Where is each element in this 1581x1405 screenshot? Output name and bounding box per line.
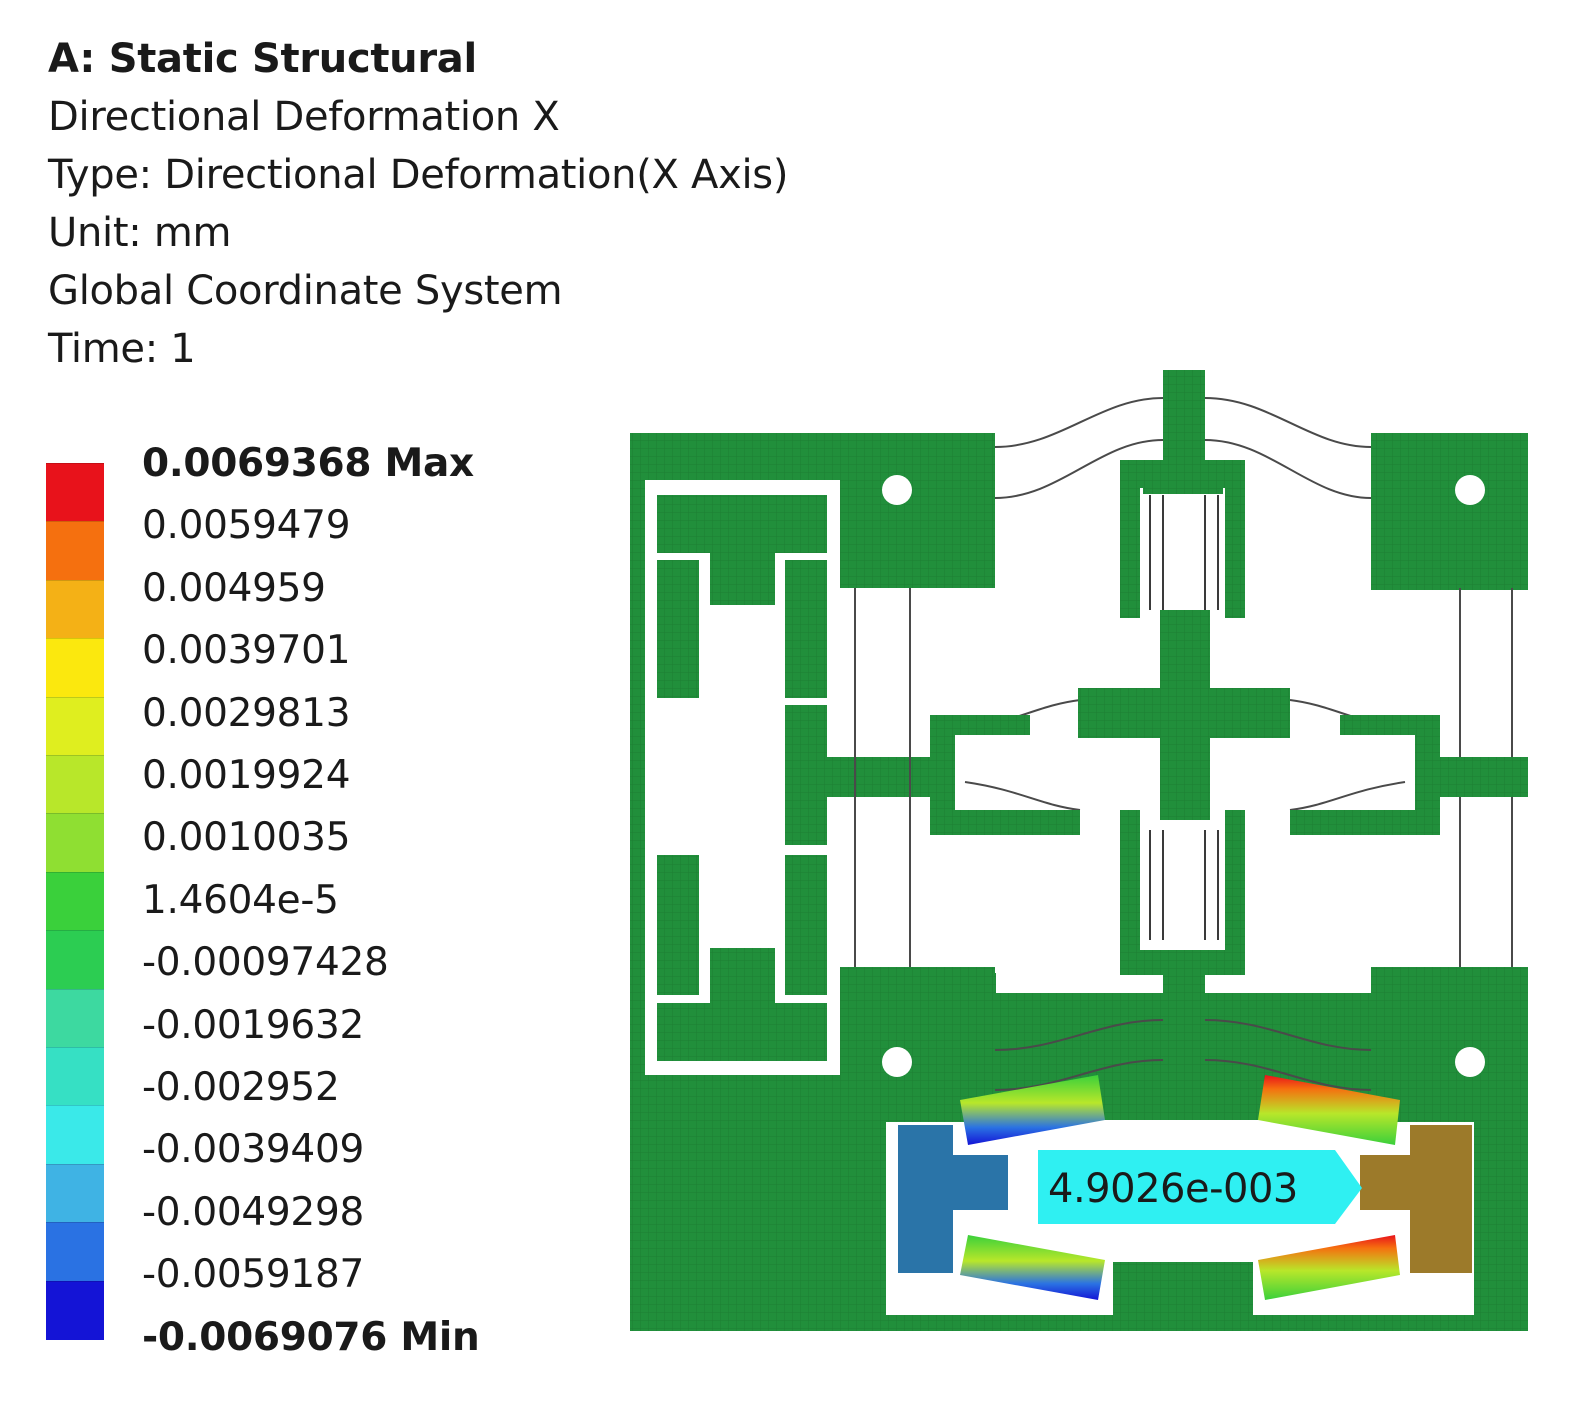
legend-label: -0.0039409	[142, 1127, 364, 1173]
legend-label: 0.0059479	[142, 503, 351, 549]
legend-label: -0.0019632	[142, 1002, 364, 1048]
upper-guide-lines	[1149, 495, 1219, 610]
lower-guide	[1113, 810, 1253, 1322]
result-header: A: Static Structural Directional Deforma…	[48, 30, 788, 378]
bridge-amplifier	[898, 1075, 1472, 1300]
coordinate-system: Global Coordinate System	[48, 268, 563, 314]
legend-label: 0.004959	[142, 565, 326, 611]
legend-band	[46, 638, 104, 698]
legend-band	[46, 813, 104, 873]
legend-band	[46, 871, 104, 932]
color-legend-bar	[46, 463, 104, 1340]
legend-band	[46, 521, 104, 581]
legend-band	[46, 930, 104, 990]
legend-band	[46, 1280, 104, 1340]
legend-label: 0.0029813	[142, 690, 351, 736]
probe-tag	[1038, 1150, 1362, 1224]
left-lever	[657, 495, 937, 1061]
legend-label: 1.4604e-5	[142, 877, 339, 923]
result-unit: Unit: mm	[48, 210, 232, 256]
legend-label: -0.00097428	[142, 940, 389, 986]
probe-value: 4.9026e-003	[1048, 1166, 1298, 1212]
legend-band	[46, 463, 104, 523]
legend-label: 0.0039701	[142, 628, 351, 674]
legend-label: -0.002952	[142, 1065, 340, 1110]
lower-guide-lines	[1149, 830, 1219, 940]
result-time: Time: 1	[48, 326, 196, 372]
legend-band	[46, 579, 104, 640]
central-stage	[930, 610, 1528, 835]
legend-label: -0.0069076 Min	[142, 1314, 480, 1360]
upper-guide	[1120, 370, 1245, 618]
legend-label: 0.0019924	[142, 753, 351, 798]
legend-label: 0.0010035	[142, 815, 351, 861]
result-name: Directional Deformation X	[48, 94, 560, 140]
legend-band	[46, 755, 104, 815]
legend-label: -0.0049298	[142, 1189, 364, 1235]
legend-band	[46, 1222, 104, 1282]
result-type: Type: Directional Deformation(X Axis)	[48, 152, 789, 198]
legend-band	[46, 1047, 104, 1107]
legend-label: 0.0069368 Max	[142, 441, 474, 486]
legend-label: -0.0059187	[142, 1252, 364, 1298]
legend-band	[46, 988, 104, 1048]
analysis-title: A: Static Structural	[48, 36, 477, 82]
legend-band	[46, 696, 104, 756]
corner-pads	[651, 433, 1528, 1311]
legend-band	[46, 1105, 104, 1165]
legend-band	[46, 1163, 104, 1224]
